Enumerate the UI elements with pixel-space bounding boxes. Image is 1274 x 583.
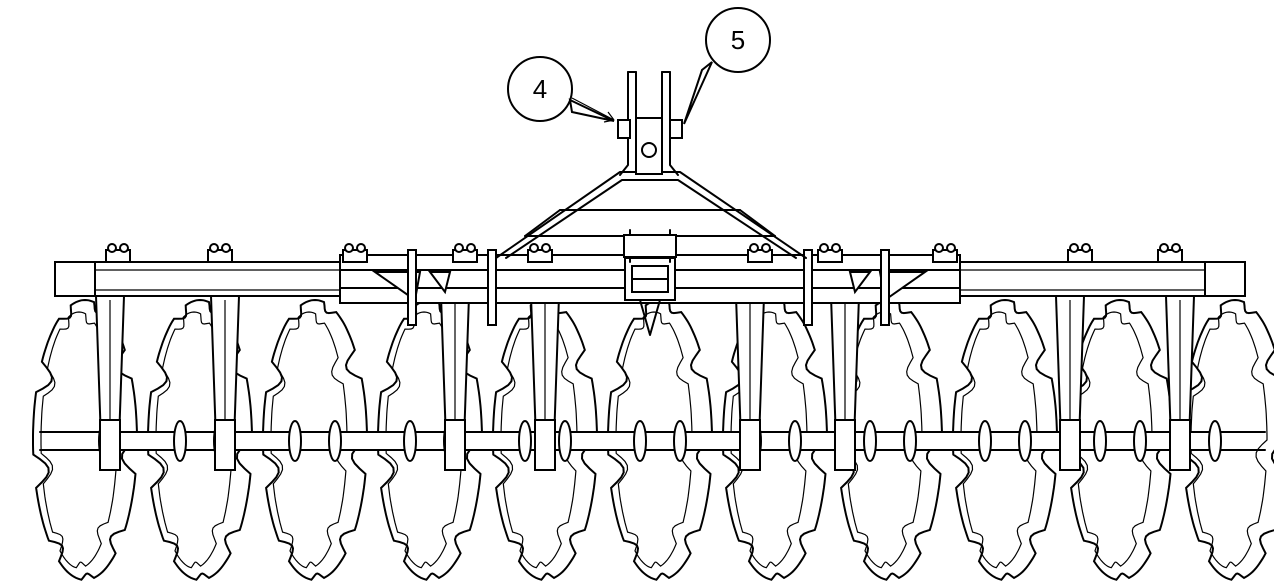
hitch-tower — [495, 71, 807, 263]
u-bolt — [747, 243, 773, 263]
callout-5-label: 5 — [731, 25, 745, 55]
callout-5: 5 — [683, 7, 771, 125]
frame-u-bolts — [105, 243, 1183, 326]
main-frame — [54, 254, 1246, 336]
u-bolt — [1067, 243, 1093, 263]
u-bolt — [452, 243, 478, 263]
hanger — [1054, 295, 1086, 471]
u-bolt — [932, 243, 958, 263]
hanger — [829, 295, 861, 471]
u-bolt-vertical — [407, 249, 417, 326]
u-bolt — [1157, 243, 1183, 263]
u-bolt-vertical — [487, 249, 497, 326]
callout-4-label: 4 — [533, 74, 547, 104]
u-bolt — [527, 243, 553, 263]
hanger — [94, 295, 126, 471]
u-bolt-vertical — [803, 249, 813, 326]
hanger — [1164, 295, 1196, 471]
spool — [903, 420, 992, 462]
disc-gang — [32, 298, 1274, 581]
callout-4: 4 — [507, 56, 615, 123]
u-bolt — [817, 243, 843, 263]
hanger — [439, 295, 471, 471]
spool — [558, 420, 647, 462]
hanger — [529, 295, 561, 471]
u-bolt — [342, 243, 368, 263]
u-bolt — [207, 243, 233, 263]
u-bolt — [105, 243, 131, 263]
hanger — [734, 295, 766, 471]
hanger — [209, 295, 241, 471]
spool — [328, 420, 417, 462]
u-bolt-vertical — [880, 249, 890, 326]
